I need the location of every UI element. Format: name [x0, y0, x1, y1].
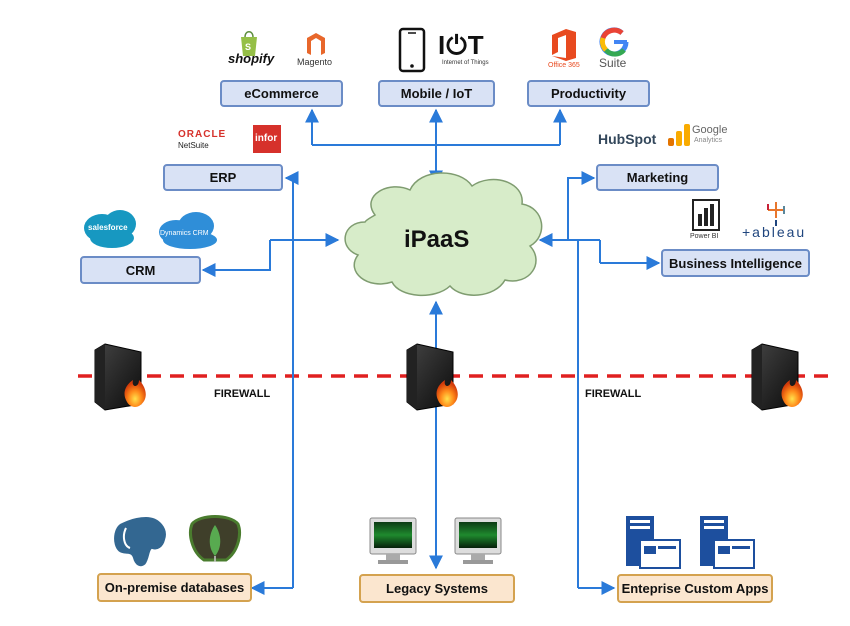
legacy-monitor-icon-left: [369, 517, 417, 564]
salesforce-wordmark: salesforce: [88, 223, 128, 232]
postgresql-logo: [112, 514, 168, 569]
google-g-logo: [599, 27, 629, 57]
powerbi-logo: [692, 199, 720, 231]
firewall-icon-right: [751, 343, 803, 411]
custom-apps-node[interactable]: Enteprise Custom Apps: [617, 574, 773, 603]
svg-text:S: S: [245, 42, 251, 52]
business-intelligence-node[interactable]: Business Intelligence: [661, 249, 810, 277]
shopify-wordmark: shopify: [228, 51, 275, 66]
app-server-icon-right: [700, 516, 755, 569]
netsuite-wordmark: NetSuite: [178, 141, 209, 150]
app-server-icon-left: [626, 516, 681, 569]
crm-node[interactable]: CRM: [80, 256, 201, 284]
erp-node[interactable]: ERP: [163, 164, 283, 191]
google-suite-wordmark: Suite: [599, 56, 627, 70]
firewall-icon-center: [406, 343, 458, 411]
dynamics-crm-logo: [159, 212, 217, 249]
infor-wordmark: infor: [255, 133, 278, 144]
legacy-monitor-icon-right: [454, 517, 502, 564]
onprem-databases-node[interactable]: On-premise databases: [97, 573, 252, 602]
oracle-wordmark: ORACLE: [178, 129, 227, 140]
magento-logo: [307, 33, 325, 55]
firewall-label-right: FIREWALL: [585, 388, 642, 400]
salesforce-logo: [84, 210, 136, 248]
legacy-systems-node[interactable]: Legacy Systems: [359, 574, 515, 603]
marketing-node[interactable]: Marketing: [596, 164, 719, 191]
mobile-iot-node[interactable]: Mobile / IoT: [378, 80, 495, 107]
office365-wordmark: Office 365: [548, 62, 580, 69]
powerbi-wordmark: Power BI: [690, 233, 719, 240]
iot-subtitle: Internet of Things: [442, 60, 489, 66]
ecommerce-node[interactable]: eCommerce: [220, 80, 343, 107]
magento-wordmark: Magento: [297, 57, 333, 67]
ipaas-label: iPaaS: [404, 226, 470, 253]
mobile-phone-icon: [398, 27, 426, 73]
ipaas-cloud: [344, 172, 543, 297]
google-analytics-logo: [668, 124, 690, 146]
google-analytics-wordmark: Google: [692, 124, 728, 136]
dynamics-crm-wordmark: Dynamics CRM: [160, 230, 209, 237]
google-analytics-subtitle: Analytics: [694, 137, 723, 144]
hubspot-wordmark: HubSpot: [598, 131, 657, 147]
infor-logo: [253, 125, 281, 153]
shopify-logo: S: [241, 31, 257, 56]
firewall-label-left: FIREWALL: [214, 388, 271, 400]
office365-logo: [552, 29, 576, 61]
firewall-icon-left: [94, 343, 146, 411]
tableau-wordmark: +ableau: [742, 224, 807, 240]
connectors: [201, 108, 661, 595]
arrow-to-marketing: [567, 171, 596, 240]
tableau-mark: [767, 202, 785, 226]
arrow-to-crm: [201, 240, 271, 277]
productivity-node[interactable]: Productivity: [527, 80, 650, 107]
mongodb-logo: [189, 515, 241, 562]
iot-wordmark: I⏻T: [438, 30, 485, 60]
